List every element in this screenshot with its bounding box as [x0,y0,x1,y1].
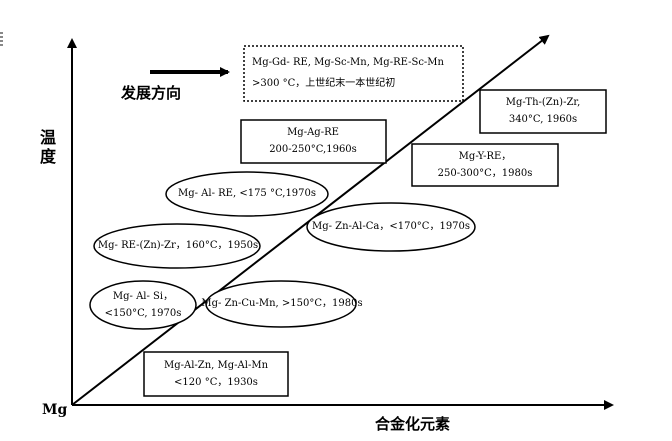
label-mg-y-re-line-1: Mg-Y-RE， [458,151,512,162]
label-mg-al-si-line-1: Mg- Al- Si， [112,291,174,302]
label-mg-th-zn-zr-line-2: 340°C, 1960s [508,114,578,125]
label-mg-al-re: Mg- Al- RE, <175 °C,1970s [178,186,316,202]
label-mg-al-zn-line-1: Mg-Al-Zn, Mg-Al-Mn [163,360,269,371]
label-mg-al-zn-line-2: <120 °C，1930s [174,377,258,388]
label-mg-al-zn: Mg-Al-Zn, Mg-Al-Mn <120 °C，1930s [164,357,268,391]
box-mg-th-zn-zr [479,89,607,134]
box-future-alloys [243,45,464,102]
label-mg-re-zn-zr-line-1: Mg- RE-(Zn)-Zr，160°C，1950s [97,240,259,251]
label-mg-y-re: Mg-Y-RE， 250-300°C，1980s [438,148,533,182]
label-mg-th-zn-zr-line-1: Mg-Th-(Zn)-Zr, [505,97,581,108]
label-mg-zn-cu-mn: Mg- Zn-Cu-Mn, >150°C，1980s [201,296,362,312]
box-mg-y-re [411,143,559,187]
ellipse-mg-zn-al-ca [306,202,476,252]
label-mg-zn-al-ca-line-1: Mg- Zn-Al-Ca，<170°C，1970s [311,221,471,232]
ellipse-mg-re-zn-zr [93,223,261,269]
label-mg-ag-re-line-1: Mg-Ag-RE [287,127,339,138]
label-mg-al-re-line-1: Mg- Al- RE, <175 °C,1970s [177,188,317,199]
label-mg-al-si: Mg- Al- Si， <150°C, 1970s [105,288,182,322]
label-mg-zn-al-ca: Mg- Zn-Al-Ca，<170°C，1970s [312,219,470,235]
direction-label: 发展方向 [121,84,182,102]
y-axis-label: 温度 [40,128,57,166]
label-mg-y-re-line-2: 250-300°C，1980s [437,168,533,179]
label-future-alloys: Mg-Gd- RE, Mg-Sc-Mn, Mg-RE-Sc-Mn >300 °C… [252,52,444,94]
label-future-alloys-line-1: Mg-Gd- RE, Mg-Sc-Mn, Mg-RE-Sc-Mn [252,57,444,68]
box-mg-ag-re [240,119,387,164]
label-future-alloys-line-2: >300 °C，上世纪末一本世纪初 [252,78,396,89]
ellipse-mg-zn-cu-mn [205,280,357,328]
label-mg-ag-re-line-2: 200-250°C,1960s [269,144,357,155]
origin-label: Mg [42,402,68,418]
x-axis-label: 合金化元素 [375,415,451,433]
ellipse-mg-al-re [165,171,329,217]
label-mg-zn-cu-mn-line-1: Mg- Zn-Cu-Mn, >150°C，1980s [201,298,363,309]
box-mg-al-zn [143,351,289,397]
drag-handle-icon [0,32,3,46]
label-mg-ag-re: Mg-Ag-RE 200-250°C,1960s [269,124,357,158]
label-mg-re-zn-zr: Mg- RE-(Zn)-Zr，160°C，1950s [98,238,258,254]
label-mg-al-si-line-2: <150°C, 1970s [104,308,182,319]
label-mg-th-zn-zr: Mg-Th-(Zn)-Zr, 340°C, 1960s [506,94,581,128]
ellipse-mg-al-si [89,280,197,330]
